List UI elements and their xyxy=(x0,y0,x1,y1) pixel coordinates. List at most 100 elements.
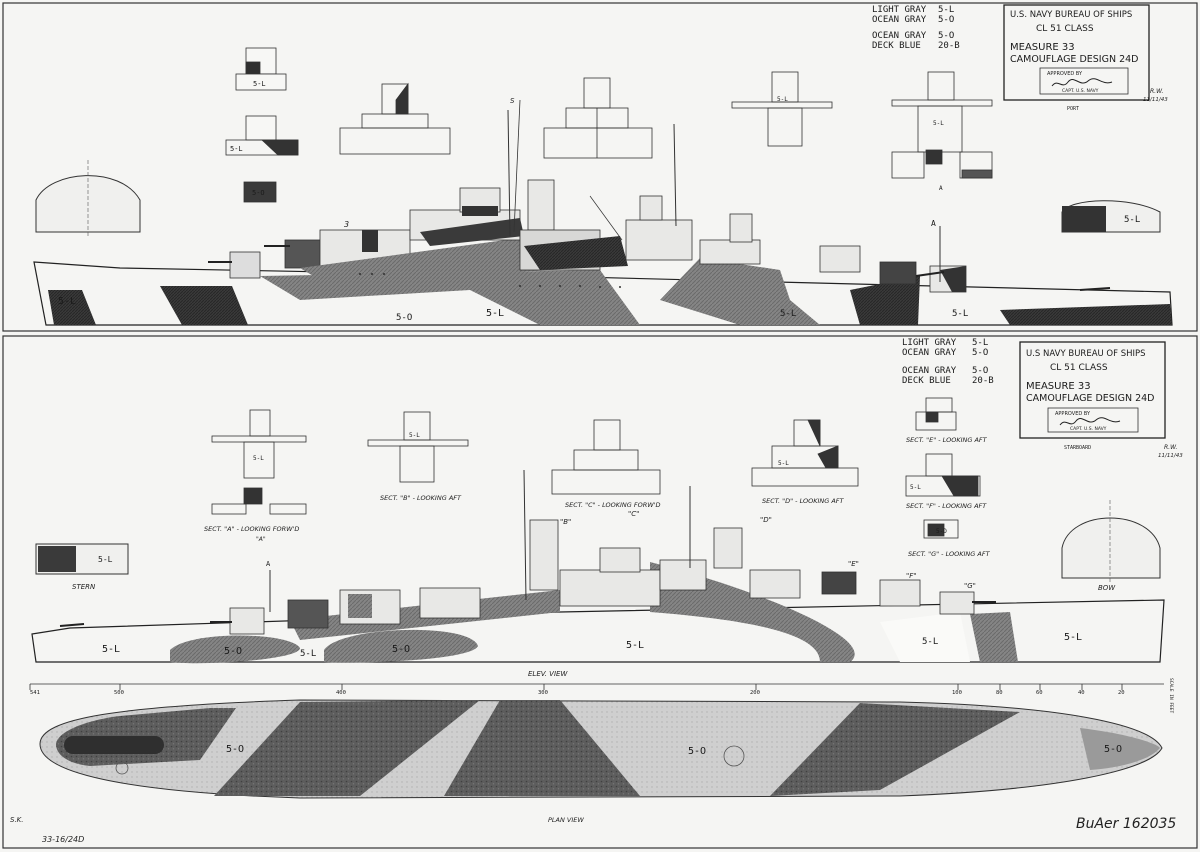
sect-g-caption: SECT. "G" - LOOKING AFT xyxy=(908,550,991,558)
legend-deck-blue-code: 20-B xyxy=(938,41,960,51)
marker-c: "C" xyxy=(628,510,639,518)
scale-tick: 400 xyxy=(336,690,346,696)
approval-stamp xyxy=(1047,407,1139,433)
section-label: 5-L xyxy=(777,96,788,103)
approved-by: APPROVED BY xyxy=(1055,411,1091,417)
section-label: 5-O xyxy=(252,189,265,197)
sect-a-caption: SECT. "A" - LOOKING FORW'D xyxy=(204,525,299,533)
sect-a-marker: "A" xyxy=(256,536,266,543)
scale-tick: 40 xyxy=(1078,690,1085,696)
section-label: 5-L xyxy=(253,80,266,88)
captain-title: CAPT. U.S. NAVY xyxy=(1070,426,1107,432)
top-section-2: 5-L xyxy=(225,115,299,156)
title-design: CAMOUFLAGE DESIGN 24D xyxy=(1026,393,1155,404)
scale-caption: SCALE IN FEET xyxy=(1168,678,1174,714)
side-label-starboard: STARBOARD xyxy=(1064,445,1091,451)
camo-patch xyxy=(48,290,96,325)
sk-mark: S.K. xyxy=(10,816,23,824)
scale-tick: 300 xyxy=(538,690,548,696)
camo-patch xyxy=(1000,304,1172,325)
marker-e: "E" xyxy=(848,560,859,568)
scale-tick: 80 xyxy=(996,690,1003,696)
side-label-port: PORT xyxy=(1067,106,1079,112)
top-section-7: 5-L A xyxy=(891,71,993,192)
hull-label: 5-L xyxy=(486,308,504,319)
top-date: 11/11/43 xyxy=(1143,97,1168,103)
section-e: SECT. "E" - LOOKING AFT xyxy=(906,397,988,444)
scale-tick: 200 xyxy=(750,690,760,696)
top-panel-border xyxy=(2,2,1198,332)
section-b: 5-L SECT. "B" - LOOKING AFT xyxy=(367,411,469,502)
section-a: 5-L SECT. "A" - LOOKING FORW'D "A" xyxy=(204,409,307,543)
buaer-number: BuAer 162035 xyxy=(1076,816,1176,832)
hull-label: 5-L xyxy=(952,309,968,319)
scale-tick: 541 xyxy=(30,690,40,696)
title-ship-class: CL 51 CLASS xyxy=(1050,363,1108,373)
legend-ocean-gray-code: 5-O xyxy=(938,15,954,25)
sect-e-caption: SECT. "E" - LOOKING AFT xyxy=(906,436,988,444)
section-f: 5-L SECT. "F" - LOOKING AFT xyxy=(905,453,987,510)
hull-label: 5-O xyxy=(396,313,412,323)
top-bow-section: 5-L xyxy=(1061,200,1161,233)
title-block-frame xyxy=(1019,341,1166,439)
plan-view-label: PLAN VIEW xyxy=(548,816,584,824)
bottom-bow-section: BOW xyxy=(1061,500,1161,592)
top-initials: R.W. xyxy=(1150,88,1164,95)
camo-patch xyxy=(660,258,820,325)
drawing-number: 33-16/24D xyxy=(42,835,84,844)
section-label: 5-L xyxy=(409,432,420,439)
hull-label: 5-L xyxy=(300,649,316,659)
camo-patch xyxy=(170,635,300,664)
camo-patch xyxy=(160,286,248,325)
bottom-legend: LIGHT GRAY 5-L OCEAN GRAY 5-O OCEAN GRAY… xyxy=(902,338,994,386)
scale-tick: 100 xyxy=(952,690,962,696)
callout-s: S xyxy=(510,97,515,105)
hull-label: 5-O xyxy=(392,644,410,655)
turret-3-callout: 3 xyxy=(344,220,349,229)
bottom-initials: R.W. xyxy=(1164,444,1178,451)
marker-a-top: A xyxy=(931,219,936,228)
marker-f: "F" xyxy=(906,572,916,580)
legend-deck-blue: DECK BLUE xyxy=(872,41,921,51)
scale-tick: 20 xyxy=(1118,690,1125,696)
legend-deck-blue: DECK BLUE xyxy=(902,376,951,386)
hull-label: 5-L xyxy=(102,644,120,655)
signature xyxy=(1059,417,1121,426)
section-label: 5-L xyxy=(253,455,264,462)
legend-light-gray-code: 5-L xyxy=(972,338,988,348)
signature xyxy=(1051,78,1113,87)
plan-view: 5-O 5-O 5-O PLAN VIEW xyxy=(39,699,1163,824)
legend-light-gray: LIGHT GRAY xyxy=(902,338,957,348)
title-measure: MEASURE 33 xyxy=(1026,381,1091,392)
top-ship-profile: 5-L 5-O 5-L 5-L 5-L 3 S A xyxy=(33,97,1173,326)
sect-c-caption: SECT. "C" - LOOKING FORW'D xyxy=(565,501,661,509)
title-block-frame xyxy=(1003,4,1150,101)
section-c: SECT. "C" - LOOKING FORW'D xyxy=(551,419,661,509)
sect-d-caption: SECT. "D" - LOOKING AFT xyxy=(762,497,845,505)
camo-patch xyxy=(850,276,920,325)
top-section-1: 5-L xyxy=(235,47,287,91)
sect-b-caption: SECT. "B" - LOOKING AFT xyxy=(380,494,462,502)
section-label: 5-L xyxy=(98,555,113,564)
legend-light-gray-code: 5-L xyxy=(938,5,954,15)
section-g: 5-D SECT. "G" - LOOKING AFT xyxy=(908,519,991,558)
marker-a: A xyxy=(266,560,271,568)
section-label: 5-L xyxy=(910,484,921,491)
plan-stripe xyxy=(444,700,640,796)
camo-patch xyxy=(260,270,640,325)
approved-by: APPROVED BY xyxy=(1047,71,1083,77)
title-ship-class: CL 51 CLASS xyxy=(1036,24,1094,34)
marker-g: "G" xyxy=(964,582,976,590)
title-measure: MEASURE 33 xyxy=(1010,42,1075,53)
legend-ocean-gray-2: OCEAN GRAY xyxy=(872,31,927,41)
camo-patch xyxy=(324,629,478,663)
legend-ocean-gray-2-code: 5-O xyxy=(938,31,954,41)
legend-ocean-gray-2-code: 5-O xyxy=(972,366,988,376)
plan-stripe xyxy=(214,700,480,796)
scale-tick: 500 xyxy=(114,690,124,696)
top-section-4 xyxy=(339,82,451,155)
captain-title: CAPT. U.S. NAVY xyxy=(1062,88,1099,94)
marker-b: "B" xyxy=(560,518,571,526)
